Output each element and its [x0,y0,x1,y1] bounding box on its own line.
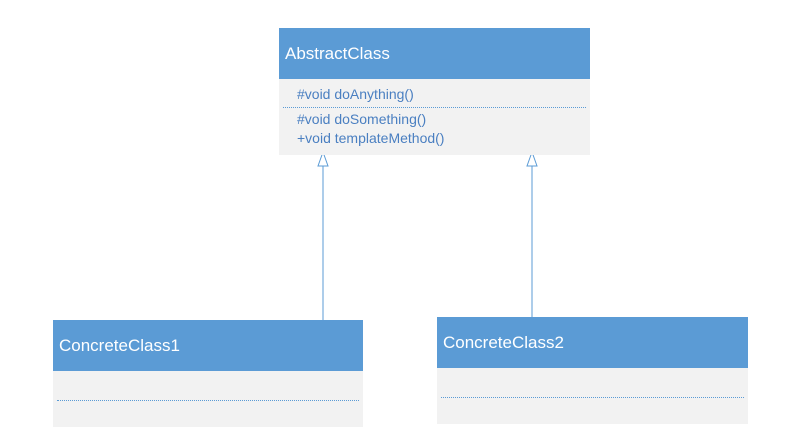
operation-template-method: +void templateMethod() [297,130,445,146]
abstract-class-operations: #void doSomething() +void templateMethod… [279,108,590,148]
inheritance-arrowhead-concrete1 [317,150,329,167]
abstract-class-name: AbstractClass [285,43,390,63]
inheritance-arrowhead-concrete2 [526,150,538,167]
concrete-class-1-divider [57,400,359,401]
abstract-class-attributes: #void doAnything() [279,79,590,107]
attribute-do-anything: #void doAnything() [297,86,414,102]
abstract-class-divider [283,107,586,108]
concrete-class-1-attributes [53,371,363,400]
operation-do-something: #void doSomething() [297,111,427,127]
concrete-class-2-box[interactable]: ConcreteClass2 [437,317,748,424]
abstract-class-box[interactable]: AbstractClass #void doAnything() #void d… [279,28,590,155]
concrete-class-1-header: ConcreteClass1 [53,320,363,371]
concrete-class-2-header: ConcreteClass2 [437,317,748,368]
concrete-class-2-attributes [437,368,748,397]
concrete-class-1-box[interactable]: ConcreteClass1 [53,320,363,427]
abstract-class-header: AbstractClass [279,28,590,79]
concrete-class-2-divider [441,397,744,398]
concrete-class-2-name: ConcreteClass2 [443,332,564,352]
concrete-class-1-name: ConcreteClass1 [59,335,180,355]
